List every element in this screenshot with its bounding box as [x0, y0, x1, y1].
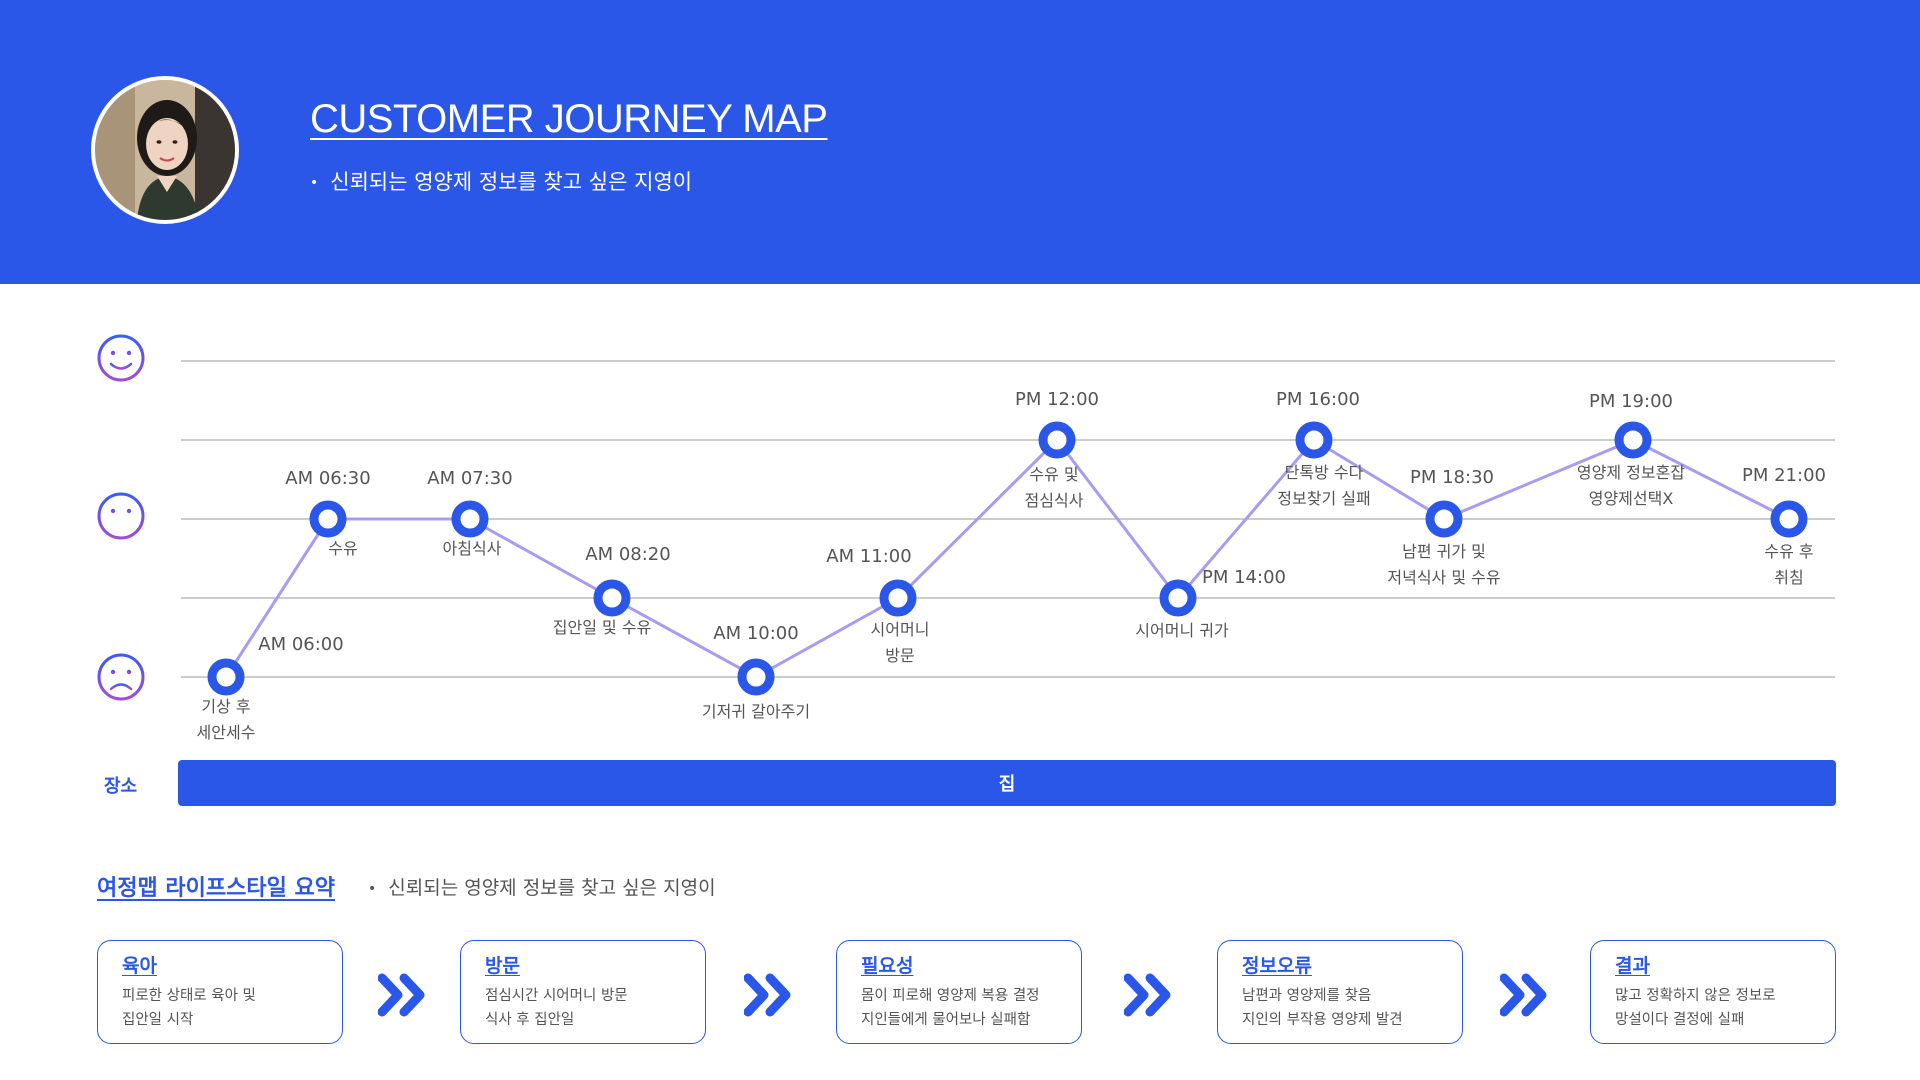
summary-subtitle-text: 신뢰되는 영양제 정보를 찾고 싶은 지영이: [388, 877, 716, 899]
summary-card-result: 결과 많고 정확하지 않은 정보로 망설이다 결정에 실패: [1590, 940, 1836, 1044]
place-value: 집: [998, 774, 1016, 795]
card-line: 식사 후 집안일: [485, 1012, 575, 1028]
time-label: PM 16:00: [1276, 389, 1360, 410]
header-banner: CUSTOMER JOURNEY MAP • 신뢰되는 영양제 정보를 찾고 싶은…: [0, 0, 1920, 284]
time-label: AM 06:30: [285, 468, 370, 489]
activity-label: 수유 및: [1029, 465, 1078, 484]
journey-point: AM 08:20 집안일 및 수유: [553, 544, 671, 637]
journey-point: AM 10:00 기저귀 갈아주기: [702, 623, 810, 721]
activity-label: 세안세수: [197, 723, 256, 742]
card-line: 망설이다 결정에 실패: [1615, 1012, 1745, 1028]
card-title: 육아: [122, 955, 157, 977]
card-line: 몸이 피로해 영양제 복용 결정: [861, 988, 1040, 1004]
journey-point-marker: [737, 658, 775, 696]
journey-point-marker: [1425, 500, 1463, 538]
activity-label: 저녁식사 및 수유: [1387, 568, 1500, 587]
time-label: AM 06:00: [258, 634, 343, 655]
activity-label: 남편 귀가 및: [1402, 542, 1486, 561]
journey-point-marker: [1295, 421, 1333, 459]
card-line: 많고 정확하지 않은 정보로: [1615, 988, 1776, 1004]
time-label: PM 12:00: [1015, 389, 1099, 410]
summary-card-visit: 방문 점심시간 시어머니 방문 식사 후 집안일: [460, 940, 706, 1044]
card-line: 피로한 상태로 육아 및: [122, 988, 256, 1004]
double-chevron-right-icon: [378, 973, 425, 1017]
card-title: 정보오류: [1242, 955, 1312, 977]
card-line: 지인들에게 물어보나 실패함: [861, 1012, 1031, 1028]
summary-card-necessity: 필요성 몸이 피로해 영양제 복용 결정 지인들에게 물어보나 실패함: [836, 940, 1082, 1044]
activity-label: 정보찾기 실패: [1277, 489, 1370, 508]
subtitle-text: 신뢰되는 영양제 정보를 찾고 싶은 지영이: [330, 170, 693, 194]
journey-point-marker: [207, 658, 245, 696]
card-title: 필요성: [861, 955, 914, 977]
card-line: 남편과 영양제를 찾음: [1242, 988, 1372, 1004]
journey-point: AM 07:30 아침식사: [427, 468, 512, 558]
journey-point-marker: [879, 579, 917, 617]
activity-label: 점심식사: [1025, 491, 1084, 510]
activity-label: 영양제 정보혼잡: [1577, 463, 1685, 482]
card-title: 방문: [485, 955, 520, 977]
activity-label: 집안일 및 수유: [553, 618, 652, 637]
journey-point: PM 14:00 시어머니 귀가: [1135, 567, 1286, 640]
double-chevron-right-icon: [1124, 973, 1171, 1017]
summary-title: 여정맵 라이프스타일 요약: [97, 876, 335, 901]
time-label: AM 08:20: [585, 544, 670, 565]
activity-label: 시어머니 귀가: [1135, 621, 1229, 640]
activity-label: 영양제선택X: [1589, 489, 1674, 508]
summary-subtitle: • 신뢰되는 영양제 정보를 찾고 싶은 지영이: [368, 873, 716, 900]
bullet-icon: •: [368, 880, 377, 897]
page-title: CUSTOMER JOURNEY MAP: [310, 97, 828, 141]
card-line: 점심시간 시어머니 방문: [485, 988, 628, 1004]
journey-point-marker: [1159, 579, 1197, 617]
double-chevron-right-icon: [1500, 973, 1547, 1017]
neutral-face-icon: [97, 492, 145, 540]
time-label: AM 10:00: [713, 623, 798, 644]
journey-point-marker: [1770, 500, 1808, 538]
activity-label: 기상 후: [201, 697, 250, 716]
sad-face-icon: [97, 653, 145, 701]
journey-point-marker: [1038, 421, 1076, 459]
bullet-icon: •: [310, 175, 319, 191]
activity-label: 취침: [1774, 568, 1803, 587]
page-subtitle: • 신뢰되는 영양제 정보를 찾고 싶은 지영이: [310, 166, 692, 196]
activity-label: 수유 후: [1764, 542, 1813, 561]
emotion-line: [224, 438, 1790, 679]
chart-gridlines: [181, 360, 1835, 678]
summary-card-info-error: 정보오류 남편과 영양제를 찾음 지인의 부작용 영양제 발견: [1217, 940, 1463, 1044]
time-label: PM 21:00: [1742, 465, 1826, 486]
activity-label: 기저귀 갈아주기: [702, 702, 810, 721]
time-label: AM 07:30: [427, 468, 512, 489]
journey-point-marker: [309, 500, 347, 538]
activity-label: 단톡방 수다: [1285, 463, 1364, 482]
time-label: AM 11:00: [826, 546, 911, 567]
activity-label: 아침식사: [443, 539, 502, 558]
time-label: PM 18:30: [1410, 467, 1494, 488]
card-line: 지인의 부작용 영양제 발견: [1242, 1012, 1403, 1028]
double-chevron-right-icon: [744, 973, 791, 1017]
smile-face-icon: [97, 334, 145, 382]
activity-label: 수유: [328, 539, 357, 558]
journey-point-marker: [593, 579, 631, 617]
journey-point: AM 06:30 수유: [285, 468, 370, 558]
activity-label: 방문: [885, 646, 914, 665]
place-bar: 집: [178, 760, 1836, 806]
place-label: 장소: [104, 776, 138, 797]
card-title: 결과: [1615, 955, 1650, 977]
activity-label: 시어머니: [871, 620, 930, 639]
time-label: PM 14:00: [1202, 567, 1286, 588]
journey-point-marker: [451, 500, 489, 538]
emotion-series-line: [224, 438, 1790, 679]
summary-card-parenting: 육아 피로한 상태로 육아 및 집안일 시작: [97, 940, 343, 1044]
card-line: 집안일 시작: [122, 1012, 194, 1028]
journey-point: PM 21:00 수유 후취침: [1742, 465, 1826, 587]
journey-point-marker: [1614, 421, 1652, 459]
time-label: PM 19:00: [1589, 391, 1673, 412]
